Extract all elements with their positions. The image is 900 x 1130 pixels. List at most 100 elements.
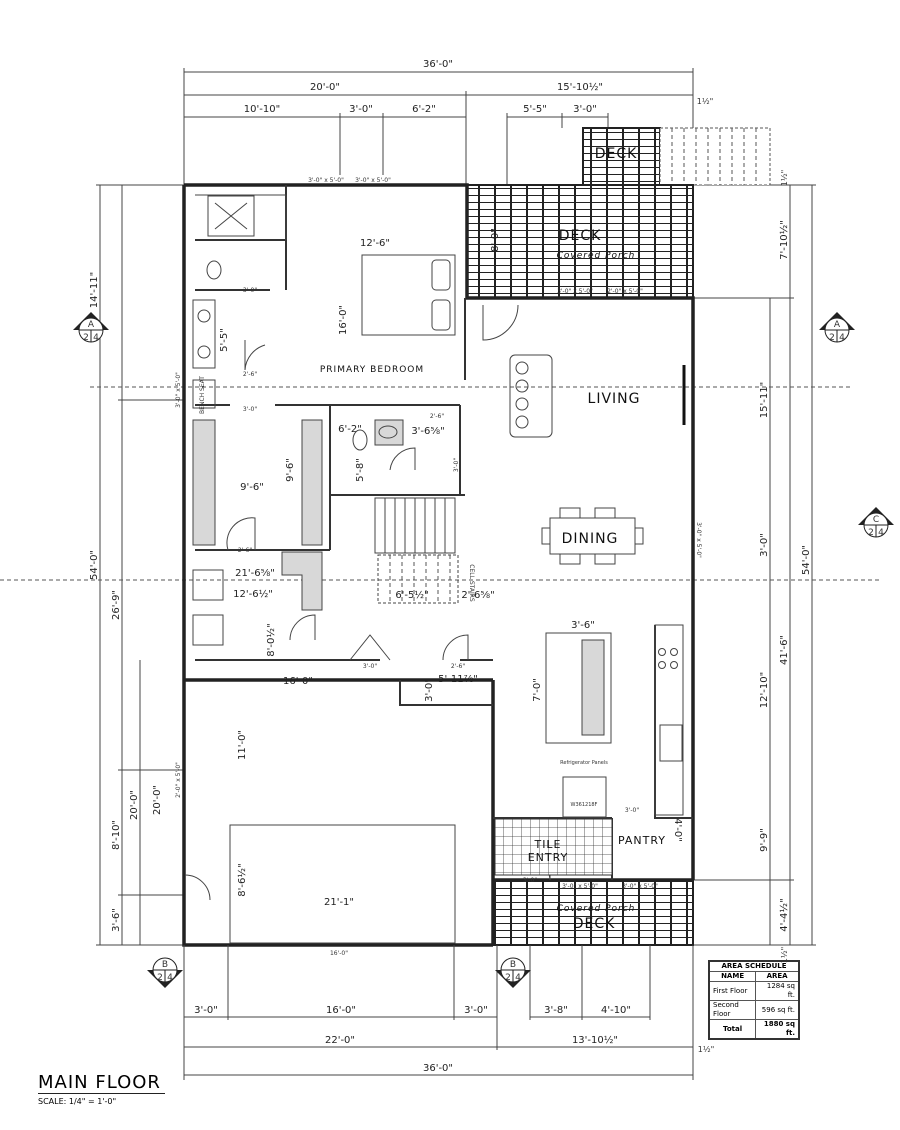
drawing-scale: SCALE: 1/4" = 1'-0" — [38, 1097, 117, 1106]
dim-label: 3'-0" — [453, 458, 460, 472]
marker-sheet: 2 — [83, 333, 89, 343]
section-marker-c[interactable]: C 2 4 — [858, 507, 894, 538]
dim-label: 8'-6½" — [236, 863, 248, 896]
dim-label: 3'-0" — [759, 533, 770, 557]
window-label: 3'-0" x 5'-0" — [175, 372, 182, 408]
row-area: 1284 sq ft. — [755, 981, 800, 1001]
col-header-area: AREA — [755, 971, 800, 982]
dim-label: 21'-1" — [324, 897, 354, 908]
marker-detail: 4 — [839, 333, 845, 343]
marker-sheet: 2 — [868, 528, 874, 538]
dim-label: 2'-6" — [243, 371, 257, 378]
window-label: 3'-0" x 5'-0" — [355, 177, 391, 184]
cabinet-code: W361218F — [571, 802, 598, 808]
dim-label: 3'-0" — [194, 1005, 218, 1016]
dim-label: 3'-6⅝" — [411, 426, 444, 437]
dim-label: 9'-6" — [285, 458, 296, 482]
col-header-name: NAME — [708, 971, 757, 982]
top-dimensions: 36'-0" 20'-0" 15'-10½" 10'-10" 3'-0" 6'-… — [183, 59, 714, 185]
dim-label: 12'-6" — [360, 238, 390, 249]
dim-label: 1½" — [780, 170, 789, 187]
marker-letter: A — [88, 320, 95, 330]
dim-label: 15'-11" — [759, 382, 770, 418]
refrigerator-panels-label: Refrigerator Panels — [560, 760, 608, 766]
dim-label: 36'-0" — [423, 59, 453, 70]
marker-letter: A — [834, 320, 841, 330]
row-name: Second Floor — [708, 1000, 757, 1020]
marker-detail: 4 — [515, 973, 521, 983]
room-label-dining: DINING — [562, 531, 619, 547]
bench-seat-label: BENCH SEAT — [199, 376, 206, 414]
dim-label: 9'-9" — [759, 828, 770, 852]
dim-label: 2'-6" — [238, 547, 252, 554]
dim-label: 41'-6" — [779, 635, 790, 665]
decks: DECK DECK Covered Porch 8'-0" Covered Po… — [466, 127, 771, 946]
marker-letter: B — [510, 960, 516, 970]
dim-label: 16'-0" — [330, 950, 348, 957]
marker-letter: B — [162, 960, 168, 970]
dim-label: 3'-0" — [349, 104, 373, 115]
window-label: 3'-0" x 5'-0" — [308, 177, 344, 184]
dim-label: 9'-6" — [240, 482, 264, 493]
dim-label: 3'-0" — [523, 877, 537, 884]
bottom-dimensions: 3'-0" 16'-0" 3'-0" 3'-8" 4'-10" 22'-0" 1… — [183, 945, 715, 1080]
dim-label: 6'-5½" — [395, 589, 428, 601]
deck-upper-label: DECK — [595, 146, 638, 162]
dim-label: 4'-10" — [601, 1005, 631, 1016]
dim-label: 1½" — [698, 1045, 715, 1054]
dim-label: 20'-0" — [152, 785, 163, 815]
marker-detail: 4 — [878, 528, 884, 538]
dim-label: 5'-8" — [355, 458, 366, 482]
marker-detail: 4 — [93, 333, 99, 343]
section-marker-a-left[interactable]: A 2 4 — [73, 312, 109, 343]
dim-label: 3'-0" — [625, 807, 639, 814]
stairs: CELL STAIRS — [374, 497, 475, 604]
area-schedule-title: AREA SCHEDULE — [708, 960, 800, 972]
dim-label: 2'-6⅝" — [461, 590, 494, 601]
dim-label: 54'-0" — [801, 545, 812, 575]
dim-label: 3'-0" — [573, 104, 597, 115]
side-dimensions: 14'-11" 54'-0" 26'-9" 20'-0" 8'-10" 3'-6… — [89, 170, 816, 963]
dim-label: 26'-9" — [111, 590, 122, 620]
covered-porch-bottom-label: Covered Porch — [557, 904, 636, 914]
dim-label: 22'-0" — [325, 1035, 355, 1046]
dim-label: 6'-2" — [338, 424, 362, 435]
window-label: 3'-0" x 5'-0" — [695, 522, 702, 558]
row-name: First Floor — [708, 981, 757, 1001]
dim-label: 1½" — [697, 97, 714, 106]
window-label: 3'-0" x 5'-0" — [557, 288, 593, 295]
dim-label: 16'-0" — [338, 305, 349, 335]
dim-label: 36'-0" — [423, 1063, 453, 1074]
dim-label: 3'-6" — [111, 908, 122, 932]
dim-label: 3'-0" — [243, 406, 257, 413]
section-marker-b-left[interactable]: B 2 4 — [147, 957, 183, 988]
dim-label: 4'-4½" — [778, 898, 790, 931]
covered-porch-top-label: Covered Porch — [557, 251, 636, 261]
window-label: 2'-0" x 5'-0" — [607, 288, 643, 295]
dim-label: 21'-6⅝" — [235, 568, 275, 579]
room-label-tile: TILE — [533, 838, 561, 851]
dim-label: 5'-5" — [523, 104, 547, 115]
dim-label: 2'-6" — [451, 663, 465, 670]
deck-bottom-label: DECK — [573, 916, 616, 932]
room-label-living: LIVING — [588, 391, 641, 407]
room-labels: PRIMARY BEDROOM LIVING DINING TILE ENTRY… — [320, 365, 665, 864]
deck-top-label: DECK — [559, 228, 602, 244]
marker-sheet: 2 — [505, 973, 511, 983]
total-name: Total — [708, 1019, 757, 1040]
window-label: 3'-0" x 5'-0" — [562, 883, 598, 890]
section-marker-a-right[interactable]: A 2 4 — [819, 312, 855, 343]
window-label: 2'-0" x 5'-0" — [175, 762, 182, 798]
dim-label: 11'-0" — [237, 730, 248, 760]
dim-label: 13'-10½" — [572, 1034, 618, 1046]
total-area: 1880 sq ft. — [755, 1019, 800, 1040]
drawing-title: MAIN FLOOR — [38, 1072, 165, 1094]
dim-label: 5'-5" — [219, 328, 230, 352]
section-marker-b-right[interactable]: B 2 4 — [495, 957, 531, 988]
marker-sheet: 2 — [829, 333, 835, 343]
dim-label: 3'-6" — [571, 620, 595, 631]
dim-label: 54'-0" — [89, 550, 100, 580]
